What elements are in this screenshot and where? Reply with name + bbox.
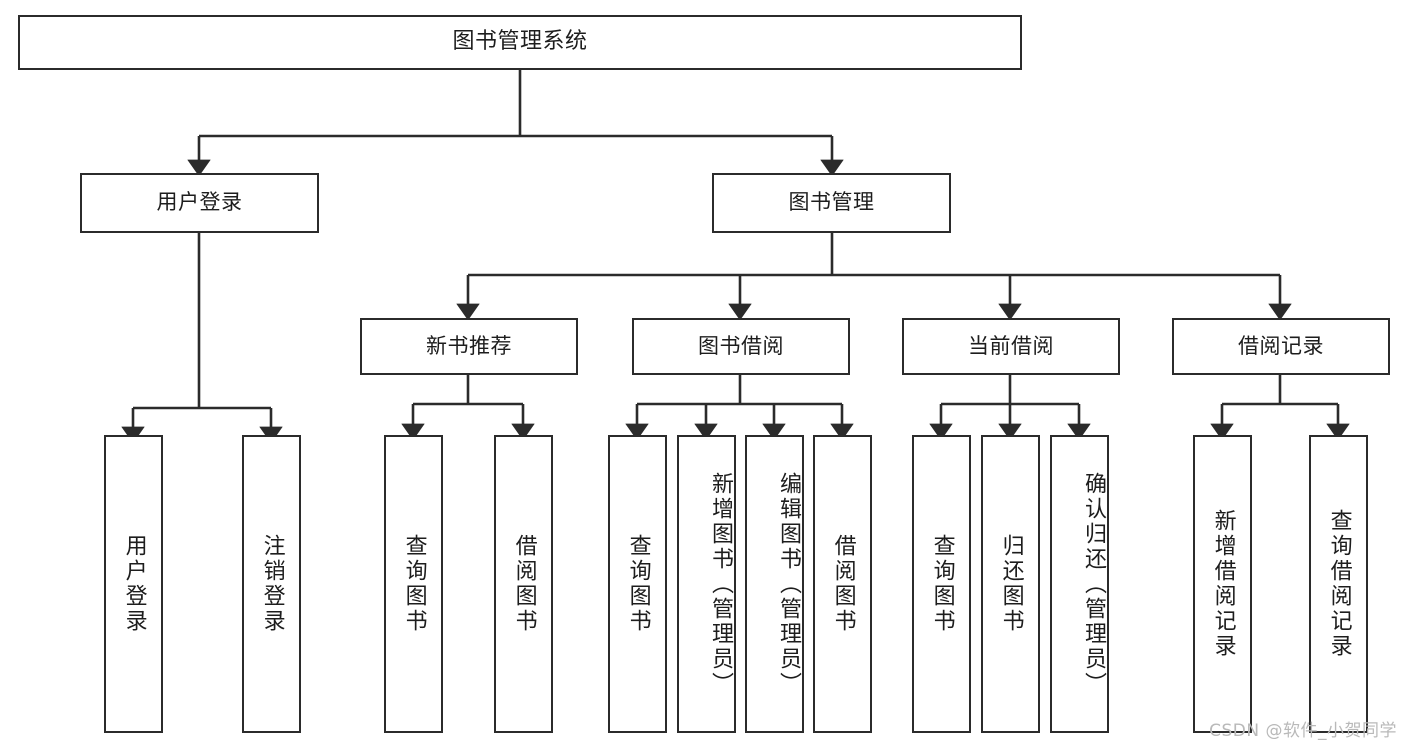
leaf-current-confirm-return-admin[interactable]: 确认归还（管理员） xyxy=(1050,435,1109,733)
leaf-record-query-borrow-record[interactable]: 查询借阅记录 xyxy=(1309,435,1368,733)
node-current-borrow[interactable]: 当前借阅 xyxy=(902,318,1120,375)
leaf-borrow-edit-book-admin[interactable]: 编辑图书（管理员） xyxy=(745,435,804,733)
node-book-management[interactable]: 图书管理 xyxy=(712,173,951,233)
node-book-borrow[interactable]: 图书借阅 xyxy=(632,318,850,375)
leaf-recommend-borrow-book[interactable]: 借阅图书 xyxy=(494,435,553,733)
leaf-recommend-query-book[interactable]: 查询图书 xyxy=(384,435,443,733)
leaf-user-login-signin[interactable]: 用户登录 xyxy=(104,435,163,733)
leaf-borrow-query-book[interactable]: 查询图书 xyxy=(608,435,667,733)
node-borrow-record[interactable]: 借阅记录 xyxy=(1172,318,1390,375)
leaf-user-login-signout[interactable]: 注销登录 xyxy=(242,435,301,733)
node-user-login[interactable]: 用户登录 xyxy=(80,173,319,233)
node-new-book-recommend[interactable]: 新书推荐 xyxy=(360,318,578,375)
leaf-current-return-book[interactable]: 归还图书 xyxy=(981,435,1040,733)
leaf-borrow-borrow-book[interactable]: 借阅图书 xyxy=(813,435,872,733)
leaf-record-add-borrow-record[interactable]: 新增借阅记录 xyxy=(1193,435,1252,733)
leaf-borrow-add-book-admin[interactable]: 新增图书（管理员） xyxy=(677,435,736,733)
node-root-system[interactable]: 图书管理系统 xyxy=(18,15,1022,70)
csdn-watermark: CSDN @软件_小贺同学 xyxy=(1209,721,1397,741)
leaf-current-query-book[interactable]: 查询图书 xyxy=(912,435,971,733)
